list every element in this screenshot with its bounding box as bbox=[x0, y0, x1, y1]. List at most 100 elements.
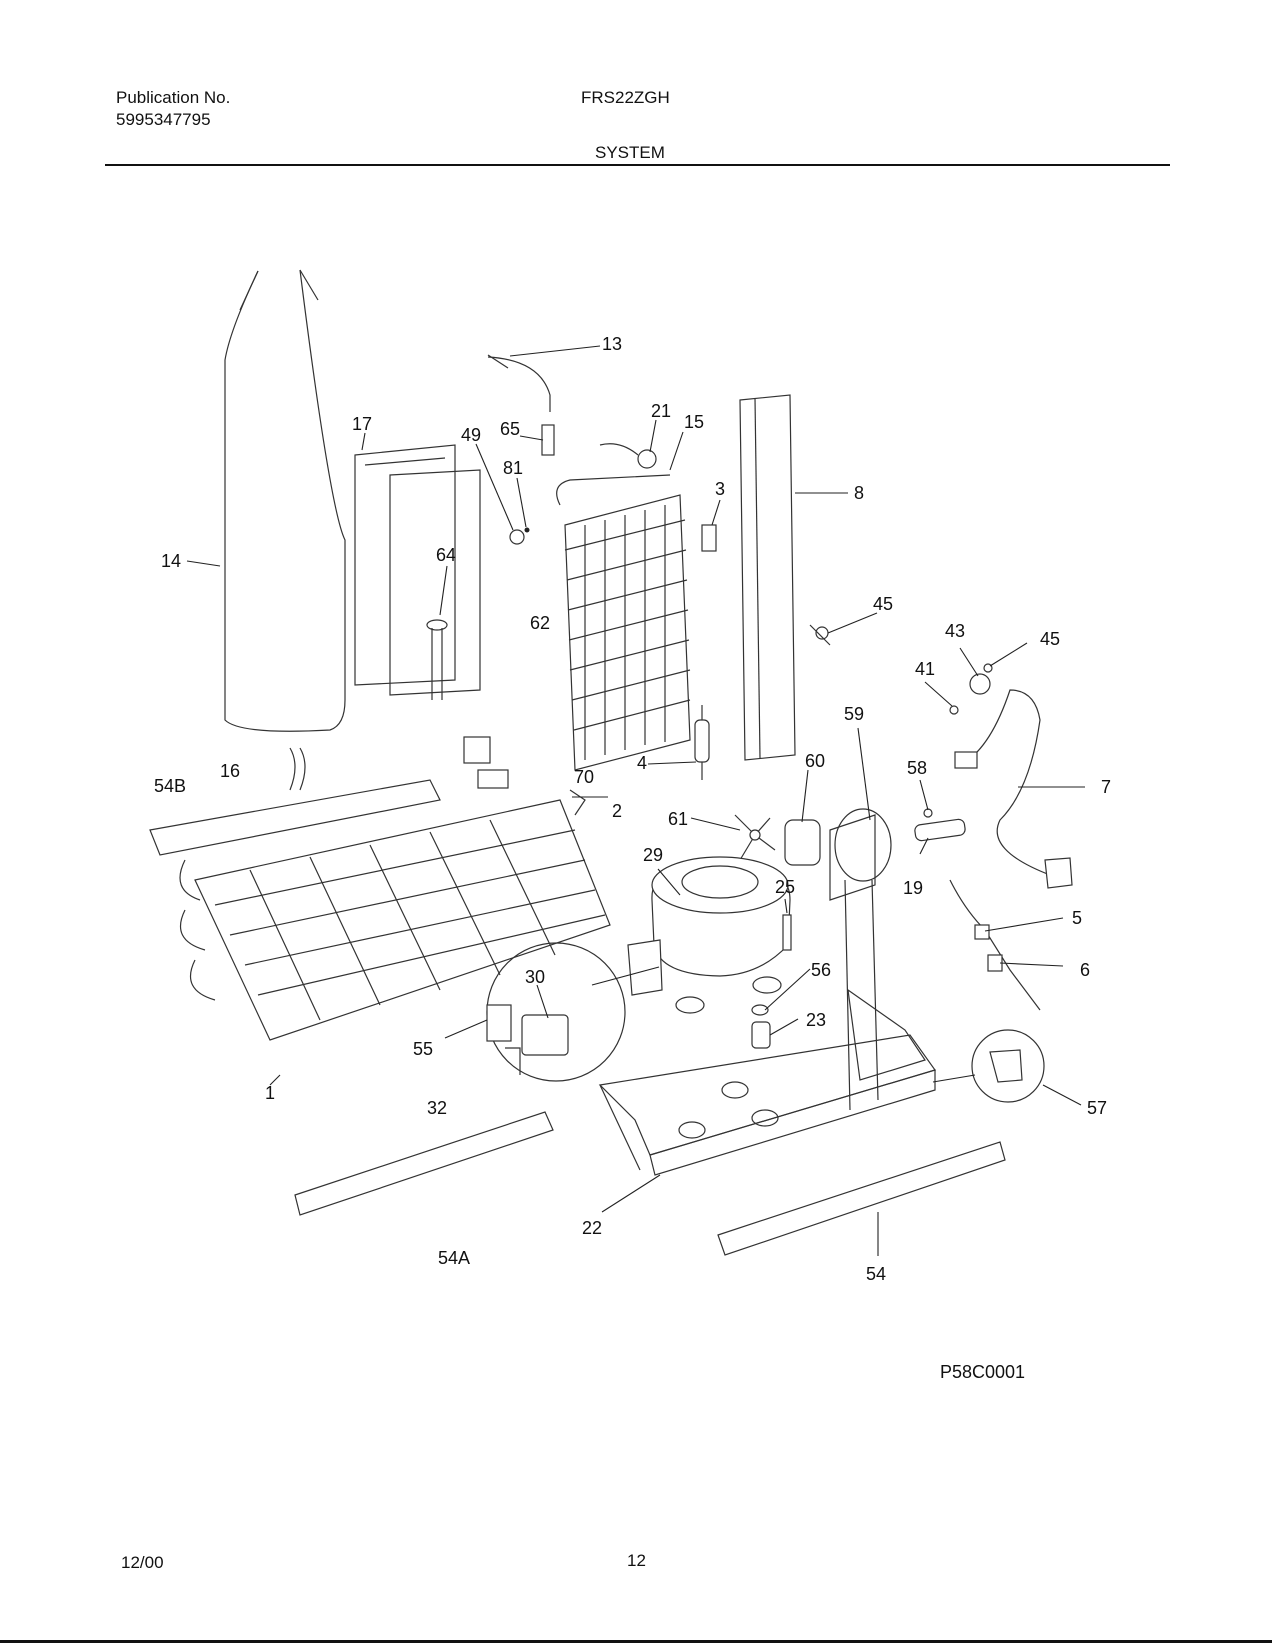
clip-32 bbox=[505, 1047, 521, 1075]
bracket-clip bbox=[701, 524, 717, 552]
callout-55: 55 bbox=[413, 1039, 433, 1059]
callout-labels: 13 17 49 65 21 15 81 3 8 14 64 62 45 43 … bbox=[154, 334, 1111, 1284]
harness-connector-5 bbox=[974, 924, 990, 940]
bracket-54b bbox=[149, 779, 441, 856]
cord-connector bbox=[954, 751, 978, 769]
heater-loop bbox=[224, 269, 346, 732]
diagram-code: P58C0001 bbox=[940, 1362, 1026, 1382]
fan-shroud bbox=[834, 808, 892, 882]
callout-59: 59 bbox=[844, 704, 864, 724]
relay-30 bbox=[521, 1014, 569, 1056]
section-title: SYSTEM bbox=[595, 143, 665, 162]
screw-41 bbox=[949, 705, 959, 715]
condenser-panel bbox=[354, 444, 456, 686]
callout-16: 16 bbox=[220, 761, 240, 781]
callout-45a: 45 bbox=[873, 594, 893, 614]
channel-inner bbox=[754, 397, 761, 759]
harness-connector-6 bbox=[987, 954, 1003, 972]
callout-5: 5 bbox=[1072, 908, 1082, 928]
shroud-leg-2 bbox=[871, 879, 879, 1101]
washer-56 bbox=[751, 1004, 769, 1016]
callout-17: 17 bbox=[352, 414, 372, 434]
callout-32: 32 bbox=[427, 1098, 447, 1118]
callout-57: 57 bbox=[1087, 1098, 1107, 1118]
clip-70 bbox=[569, 789, 586, 816]
callout-14: 14 bbox=[161, 551, 181, 571]
callout-62: 62 bbox=[530, 613, 550, 633]
wire-harness bbox=[949, 879, 1041, 1011]
fan-motor bbox=[784, 819, 821, 866]
drain-cap bbox=[477, 769, 509, 789]
screw-81 bbox=[524, 527, 530, 533]
tube-connector bbox=[541, 424, 555, 456]
drain-tube bbox=[914, 818, 966, 842]
callout-64: 64 bbox=[436, 545, 456, 565]
overload-55 bbox=[486, 1004, 512, 1042]
callout-41: 41 bbox=[915, 659, 935, 679]
detail-circle-57 bbox=[971, 1029, 1045, 1103]
callout-61: 61 bbox=[668, 809, 688, 829]
callout-19: 19 bbox=[903, 878, 923, 898]
model-number: FRS22ZGH bbox=[581, 88, 670, 107]
drain-fitting bbox=[463, 736, 491, 764]
leader-lines bbox=[186, 345, 1085, 1256]
post-head bbox=[426, 619, 448, 631]
callout-70: 70 bbox=[574, 767, 594, 787]
sensor bbox=[637, 449, 657, 469]
callout-54a: 54A bbox=[438, 1248, 470, 1268]
clip bbox=[289, 747, 306, 791]
callout-30: 30 bbox=[525, 967, 545, 987]
callout-45b: 45 bbox=[1040, 629, 1060, 649]
shroud-leg bbox=[844, 879, 851, 1111]
screw-45a-shaft bbox=[809, 624, 831, 646]
panel-edge bbox=[364, 457, 446, 466]
callout-13: 13 bbox=[602, 334, 622, 354]
heater-lead-left bbox=[239, 270, 259, 311]
callout-43: 43 bbox=[945, 621, 965, 641]
power-cord bbox=[959, 689, 1071, 886]
part-drawings bbox=[149, 269, 1073, 1256]
relay bbox=[969, 673, 991, 695]
callout-7: 7 bbox=[1101, 777, 1111, 797]
support-channel bbox=[739, 394, 796, 761]
callout-81: 81 bbox=[503, 458, 523, 478]
panel-back bbox=[389, 469, 481, 696]
footer-rule bbox=[0, 1640, 1272, 1643]
callout-21: 21 bbox=[651, 401, 671, 421]
base-pan bbox=[598, 988, 936, 1176]
callout-65: 65 bbox=[500, 419, 520, 439]
callout-2: 2 bbox=[612, 801, 622, 821]
fan-bracket bbox=[829, 814, 876, 901]
publication-number: 5995347795 bbox=[116, 110, 211, 129]
callout-6: 6 bbox=[1080, 960, 1090, 980]
callout-56: 56 bbox=[811, 960, 831, 980]
callout-23: 23 bbox=[806, 1010, 826, 1030]
footer-date: 12/00 bbox=[121, 1553, 164, 1572]
compressor bbox=[627, 856, 791, 1014]
condenser-coil bbox=[556, 474, 691, 771]
callout-49: 49 bbox=[461, 425, 481, 445]
bolt-25 bbox=[782, 914, 792, 951]
callout-1: 1 bbox=[265, 1083, 275, 1103]
grommet-23 bbox=[751, 1021, 771, 1049]
heater-lead-right bbox=[299, 269, 319, 301]
callout-54: 54 bbox=[866, 1264, 886, 1284]
fan-blade bbox=[734, 814, 776, 861]
evaporator-grid bbox=[179, 799, 611, 1041]
callout-15: 15 bbox=[684, 412, 704, 432]
sensor-wire bbox=[599, 443, 639, 456]
callout-22: 22 bbox=[582, 1218, 602, 1238]
rail-54a bbox=[294, 1111, 554, 1216]
filter-drier bbox=[694, 719, 710, 763]
callout-25: 25 bbox=[775, 877, 795, 897]
callout-60: 60 bbox=[805, 751, 825, 771]
rail-54 bbox=[717, 1141, 1006, 1256]
tube-end bbox=[487, 354, 509, 369]
cord-plug bbox=[1044, 857, 1073, 889]
callout-54b: 54B bbox=[154, 776, 186, 796]
screw-58 bbox=[923, 808, 933, 818]
page-number: 12 bbox=[627, 1551, 646, 1570]
header-rule bbox=[105, 164, 1170, 166]
callout-4: 4 bbox=[637, 753, 647, 773]
